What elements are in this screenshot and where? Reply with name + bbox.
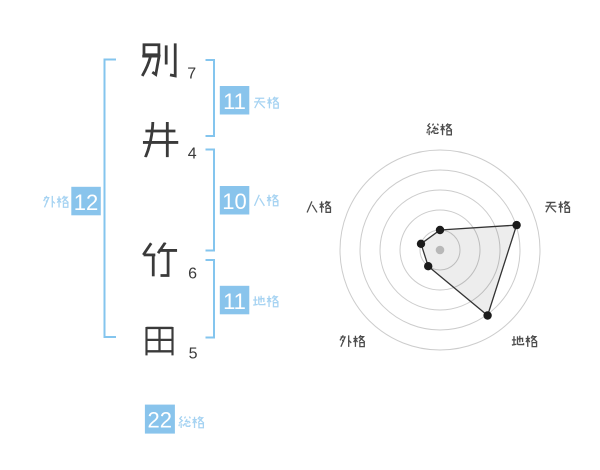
svg-text:4: 4: [188, 146, 197, 163]
svg-text:11: 11: [223, 89, 246, 114]
svg-text:22: 22: [147, 408, 171, 433]
svg-text:6: 6: [188, 265, 197, 282]
svg-text:11: 11: [223, 289, 246, 314]
svg-text:10: 10: [222, 189, 246, 214]
svg-text:12: 12: [74, 190, 98, 215]
svg-text:7: 7: [187, 66, 196, 83]
svg-text:5: 5: [189, 345, 198, 362]
